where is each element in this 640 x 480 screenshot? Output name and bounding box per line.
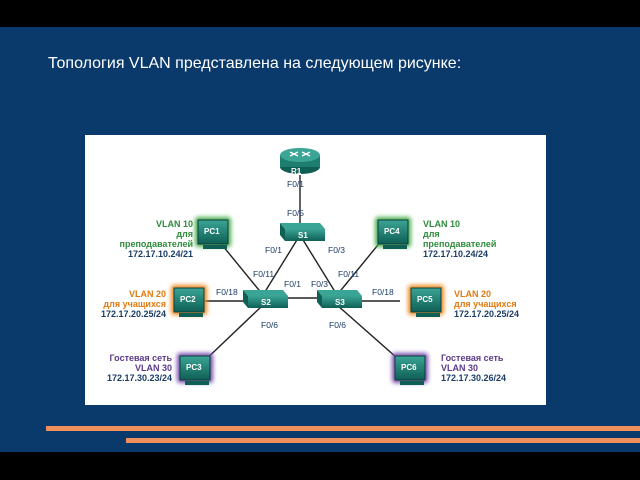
s3-label: S3: [335, 298, 345, 307]
port-s1-f03: F0/3: [328, 245, 346, 255]
pc4-desc2: преподавателей: [423, 239, 497, 249]
switch-s1: [280, 223, 325, 241]
pc3-desc1: Гостевая сеть: [109, 353, 172, 363]
pc1-computer: [195, 217, 231, 249]
pc3-computer: [177, 353, 213, 385]
pc5-annotation: VLAN 20 для учащихся 172.17.20.25/24: [454, 289, 519, 319]
port-s2-f01: F0/1: [284, 279, 302, 289]
pc3-label: PC3: [186, 363, 202, 372]
pc5-ip: 172.17.20.25/24: [454, 309, 520, 319]
s2-label: S2: [261, 298, 271, 307]
pc2-annotation: VLAN 20 для учащихся 172.17.20.25/24: [101, 289, 166, 319]
pc3-vlan: VLAN 30: [134, 363, 172, 373]
pc5-computer: [408, 285, 444, 317]
page-title: Топология VLAN представлена на следующем…: [48, 55, 462, 72]
port-s2-f018: F0/18: [216, 287, 238, 297]
links: [199, 175, 406, 366]
pc2-vlan: VLAN 20: [128, 289, 166, 299]
accent-bar-bottom: [126, 438, 640, 443]
port-s2-f011: F0/11: [253, 269, 275, 279]
accent-bar-top: [46, 426, 640, 431]
pc6-annotation: Гостевая сеть VLAN 30 172.17.30.26/24: [441, 353, 506, 383]
link-s1-s3: [299, 234, 338, 296]
router-label: R1: [291, 167, 302, 176]
pc6-ip: 172.17.30.26/24: [441, 373, 507, 383]
pc4-ip: 172.17.10.24/24: [423, 249, 489, 259]
pc5-label: PC5: [417, 295, 433, 304]
pc4-desc1: для: [423, 229, 440, 239]
pc3-ip: 172.17.30.23/24: [106, 373, 172, 383]
pc1-desc1: для: [176, 229, 193, 239]
link-pc4-s3: [336, 239, 383, 296]
port-s1-f05: F0/5: [287, 208, 305, 218]
topology-diagram: R1 S1 S2 S3 PC1 PC4 PC2 PC5 PC3 PC6 F0/1…: [85, 135, 546, 405]
pc1-vlan: VLAN 10: [155, 219, 193, 229]
pc3-annotation: Гостевая сеть VLAN 30 172.17.30.23/24: [107, 353, 172, 383]
pc6-vlan: VLAN 30: [441, 363, 479, 373]
pc2-desc1: для учащихся: [103, 299, 166, 309]
pc4-computer: [375, 217, 411, 249]
s1-label: S1: [298, 231, 308, 240]
port-s3-f03: F0/3: [311, 279, 329, 289]
switch-s3: [317, 290, 362, 308]
port-s3-f011: F0/11: [338, 269, 360, 279]
pc2-label: PC2: [180, 295, 196, 304]
pc5-vlan: VLAN 20: [454, 289, 492, 299]
pc6-label: PC6: [401, 363, 417, 372]
router-r1: [280, 148, 320, 174]
port-s3-f018: F0/18: [372, 287, 394, 297]
pc2-computer: [171, 285, 207, 317]
port-s2-f06: F0/6: [261, 320, 279, 330]
pc6-desc1: Гостевая сеть: [441, 353, 504, 363]
pc4-vlan: VLAN 10: [423, 219, 461, 229]
port-s1-f01: F0/1: [265, 245, 283, 255]
topology-graphics: [171, 148, 444, 385]
pc1-ip: 172.17.10.24/21: [127, 249, 193, 259]
pc5-desc1: для учащихся: [454, 299, 517, 309]
link-pc1-s2: [217, 239, 264, 296]
pc4-label: PC4: [384, 227, 400, 236]
pc6-computer: [392, 353, 428, 385]
pc2-ip: 172.17.20.25/24: [100, 309, 166, 319]
pc1-label: PC1: [204, 227, 220, 236]
port-s3-f06: F0/6: [329, 320, 347, 330]
pc1-desc2: преподавателей: [119, 239, 193, 249]
switch-s2: [243, 290, 288, 308]
pc1-annotation: VLAN 10 для преподавателей 172.17.10.24/…: [120, 219, 193, 259]
link-s1-s2: [262, 234, 301, 296]
port-r1-f01: F0/1: [287, 179, 305, 189]
pc4-annotation: VLAN 10 для преподавателей 172.17.10.24/…: [423, 219, 496, 259]
